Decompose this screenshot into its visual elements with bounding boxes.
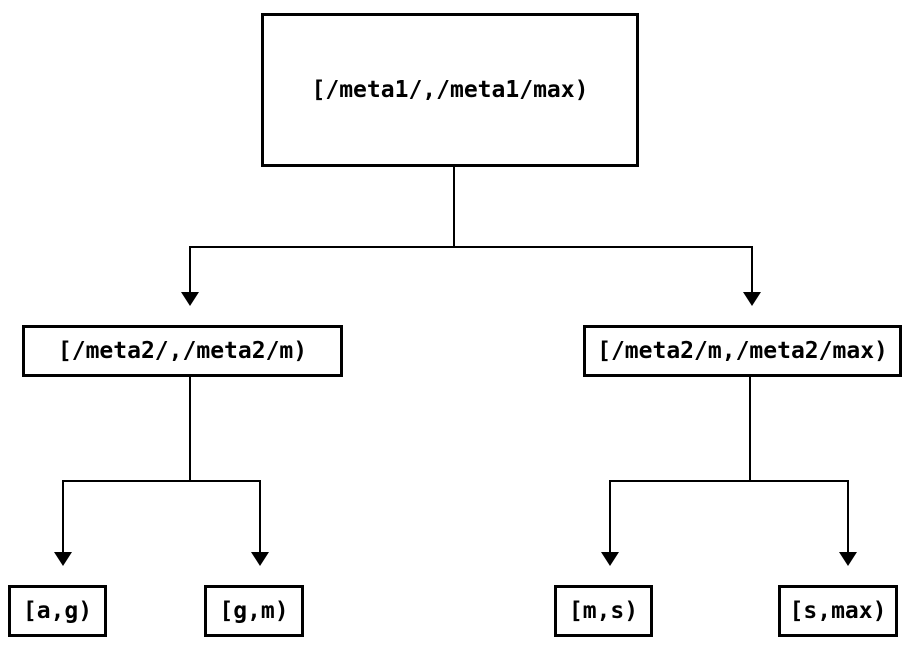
connector-left-crossbar — [62, 480, 261, 482]
connector-root-stem — [453, 167, 455, 248]
node-leaf-ag: [a,g) — [8, 585, 107, 637]
connector-right-stem — [749, 377, 751, 482]
arrow-down-icon — [839, 552, 857, 566]
connector-right-drop-2 — [847, 480, 849, 552]
node-meta2-right-label: [/meta2/m,/meta2/max) — [597, 338, 888, 364]
node-meta2-left: [/meta2/,/meta2/m) — [22, 325, 343, 377]
node-leaf-gm-label: [g,m) — [219, 598, 289, 624]
node-leaf-smax-label: [s,max) — [789, 598, 887, 624]
connector-right-crossbar — [609, 480, 849, 482]
connector-root-right-drop — [751, 246, 753, 292]
node-leaf-gm: [g,m) — [204, 585, 304, 637]
node-root: [/meta1/,/meta1/max) — [261, 13, 639, 167]
connector-right-drop-1 — [609, 480, 611, 552]
arrow-down-icon — [251, 552, 269, 566]
connector-root-left-drop — [189, 246, 191, 292]
node-leaf-ag-label: [a,g) — [22, 598, 93, 624]
connector-left-drop-2 — [259, 480, 261, 552]
connector-left-drop-1 — [62, 480, 64, 552]
arrow-down-icon — [54, 552, 72, 566]
node-leaf-ms-label: [m,s) — [568, 598, 639, 624]
node-root-label: [/meta1/,/meta1/max) — [311, 77, 589, 103]
connector-root-crossbar — [189, 246, 753, 248]
node-meta2-right: [/meta2/m,/meta2/max) — [583, 325, 902, 377]
arrow-down-icon — [743, 292, 761, 306]
node-leaf-ms: [m,s) — [554, 585, 653, 637]
node-meta2-left-label: [/meta2/,/meta2/m) — [57, 338, 308, 364]
connector-left-stem — [189, 377, 191, 482]
arrow-down-icon — [601, 552, 619, 566]
arrow-down-icon — [181, 292, 199, 306]
node-leaf-smax: [s,max) — [778, 585, 898, 637]
